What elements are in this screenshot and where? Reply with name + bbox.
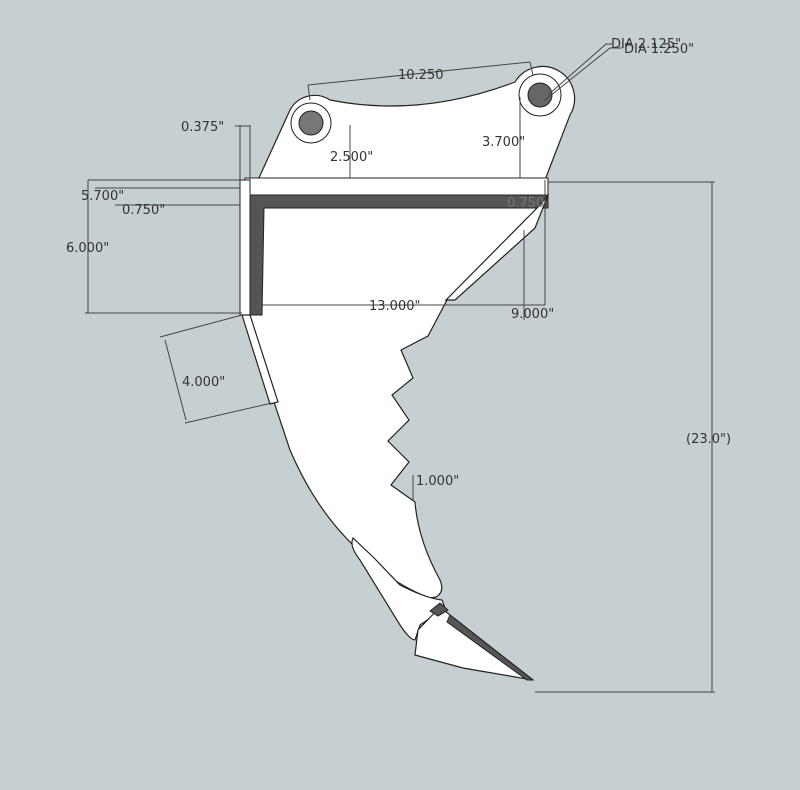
dim-dia-outer: DIA 2.125" xyxy=(611,37,681,52)
left-pin-hole xyxy=(298,110,324,136)
dim-left-flange: 0.750" xyxy=(122,203,165,218)
dim-plate-thickness: 0.375" xyxy=(181,120,224,135)
right-wear-strip xyxy=(444,194,549,301)
dim-right-flange: 0.750 xyxy=(507,196,544,211)
dim-guard-length: 4.000" xyxy=(182,375,225,390)
dim-pin-spacing: 10.250 xyxy=(398,68,444,83)
dim-left-pin-height: 2.500" xyxy=(330,150,373,165)
dim-mount-width: 13.000" xyxy=(369,299,420,314)
tooth-tip-shadow xyxy=(446,614,535,681)
side-plate xyxy=(239,179,251,316)
dimension-lines xyxy=(85,43,715,693)
ear-plate xyxy=(257,65,576,181)
tooth-lug xyxy=(429,602,449,617)
dim-left-offset: 5.700" xyxy=(81,189,124,204)
top-plate xyxy=(244,177,549,196)
dim-dia-inner: DIA 1.250" xyxy=(624,42,694,57)
dim-mount-height: 6.000" xyxy=(66,241,109,256)
dim-right-pin-height: 3.700" xyxy=(482,135,525,150)
dim-tooth-step: 1.000" xyxy=(416,474,459,489)
dim-overall-height: (23.0") xyxy=(686,432,731,447)
adapter xyxy=(351,537,446,641)
left-guard xyxy=(241,314,279,405)
dim-right-width: 9.000" xyxy=(511,307,554,322)
